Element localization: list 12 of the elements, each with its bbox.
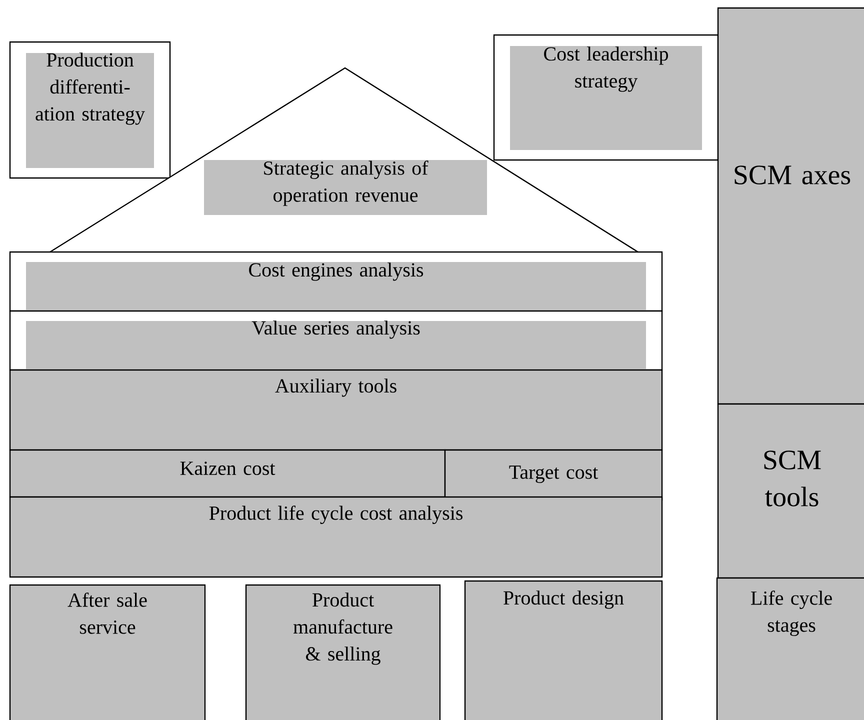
node-label: Strategic analysis of operation revenue [264, 160, 428, 206]
stage-box: Life cycle stages [716, 577, 864, 720]
stage-box: Product design [464, 580, 663, 720]
strategy-box: Production differenti- ation strategy [9, 41, 171, 179]
pillar-block: SCM tools [717, 403, 864, 579]
layer-band: Kaizen cost [9, 449, 446, 498]
layer-band: Cost engines analysis [9, 251, 663, 312]
layer-band: Target cost [444, 449, 663, 501]
stage-box: After sale service [9, 584, 206, 720]
layer-band: Value series analysis [9, 310, 663, 371]
stage-box: Product manufacture & selling [245, 584, 441, 720]
strategy-box: Cost leadership strategy [493, 34, 719, 161]
